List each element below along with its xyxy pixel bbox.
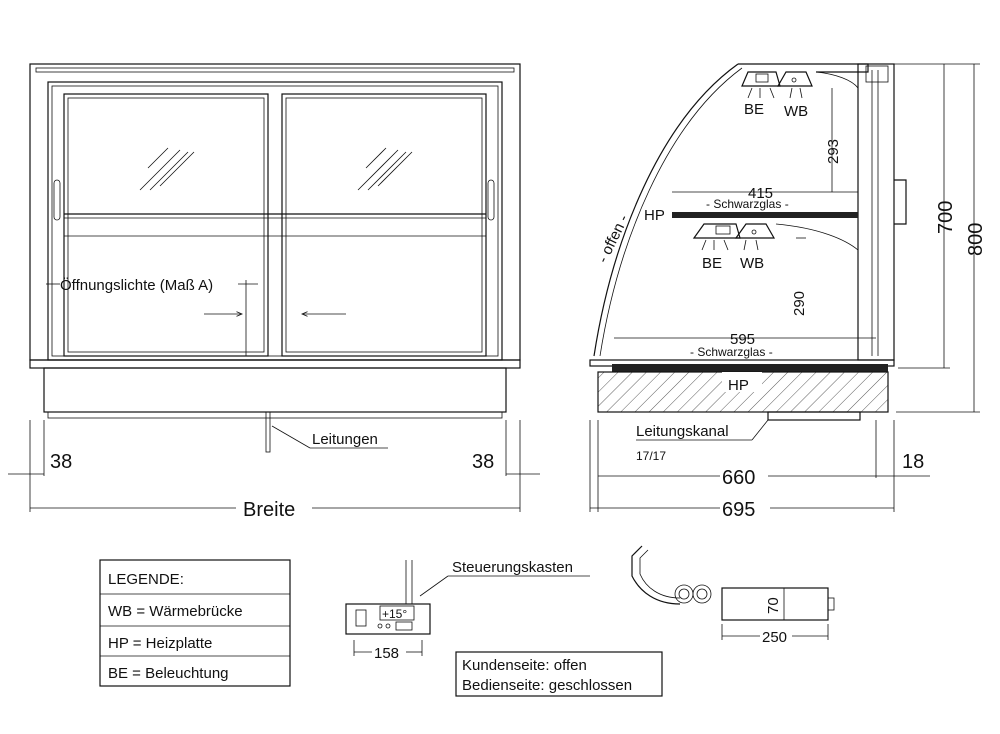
duct-label: Leitungskanal xyxy=(636,423,729,440)
dim-18: 18 xyxy=(902,451,924,473)
legend-item: HP = Heizplatte xyxy=(108,635,212,652)
right-handle xyxy=(487,179,495,221)
shelf-light-wb-label: WB xyxy=(740,255,764,272)
base-glass: - Schwarzglas - xyxy=(690,345,773,359)
left-handle xyxy=(53,179,61,221)
rear-column xyxy=(857,63,895,361)
cable-unit-width: 250 xyxy=(762,629,787,646)
legend: LEGENDE: WB = Wärmebrücke HP = Heizplatt… xyxy=(99,559,291,687)
legend-title: LEGENDE: xyxy=(108,571,184,588)
shelf-light-be xyxy=(692,223,741,239)
cabinet-frame xyxy=(29,63,521,361)
base-width: 595 xyxy=(730,331,755,348)
top-light-wb xyxy=(776,71,813,87)
hp-shelf-label: HP xyxy=(644,207,665,224)
top-light-be-label: BE xyxy=(744,101,764,118)
legend-item: WB = Wärmebrücke xyxy=(108,603,243,620)
cable xyxy=(265,411,271,453)
base-heat-plate xyxy=(612,364,888,372)
top-light-be xyxy=(741,71,781,87)
control-box-body xyxy=(345,603,431,635)
control-box-width: 158 xyxy=(374,645,399,662)
duct-size: 17/17 xyxy=(636,449,666,463)
right-door xyxy=(281,93,487,357)
glass-reflection-left xyxy=(139,147,195,191)
control-display-value: +15° xyxy=(382,607,407,621)
cable-unit-height: 70 xyxy=(765,597,782,614)
hp-base-label: HP xyxy=(728,377,749,394)
left-offset: 38 xyxy=(50,451,72,473)
side-view: - offen - BE WB 293 415 - Schwarzglas - … xyxy=(589,63,987,521)
shelf-glass: - Schwarzglas - xyxy=(706,197,789,211)
dim-290: 290 xyxy=(791,291,808,316)
dim-700: 700 xyxy=(935,201,957,234)
cable-unit: 70 250 xyxy=(631,545,835,646)
legend-item: BE = Beleuchtung xyxy=(108,665,229,682)
top-light-wb-label: WB xyxy=(784,103,808,120)
notes: Kundenseite: offen Bedienseite: geschlos… xyxy=(455,651,663,697)
rear-handle xyxy=(894,179,907,225)
base-body xyxy=(43,367,507,413)
door-frame xyxy=(47,81,503,361)
shelf-light-be-label: BE xyxy=(702,255,722,272)
cables-label: Leitungen xyxy=(312,431,378,448)
shelf-width: 415 xyxy=(748,185,773,202)
dim-800: 800 xyxy=(965,223,987,256)
customer-side-note: Kundenseite: offen xyxy=(462,657,587,674)
control-box-label: Steuerungskasten xyxy=(452,559,573,576)
left-door xyxy=(63,93,269,357)
shelf-light-wb xyxy=(734,223,776,239)
front-view: Leitungen Öffnungslichte (Maß A) 38 38 B… xyxy=(8,63,540,521)
operator-side-note: Bedienseite: geschlossen xyxy=(462,677,632,694)
width-label: Breite xyxy=(243,499,295,521)
control-display xyxy=(379,605,415,621)
dim-695: 695 xyxy=(722,499,755,521)
shelf-heat-plate xyxy=(672,212,858,218)
dim-660: 660 xyxy=(722,467,755,489)
opening-label: Öffnungslichte (Maß A) xyxy=(60,276,213,294)
control-box: Steuerungskasten +15° 158 xyxy=(345,559,590,662)
curved-glass xyxy=(593,63,739,357)
cable-duct xyxy=(767,411,861,421)
glass-reflection-right xyxy=(357,147,413,191)
right-offset: 38 xyxy=(472,451,494,473)
dim-293: 293 xyxy=(825,139,842,164)
open-side-label: - offen - xyxy=(594,212,632,266)
